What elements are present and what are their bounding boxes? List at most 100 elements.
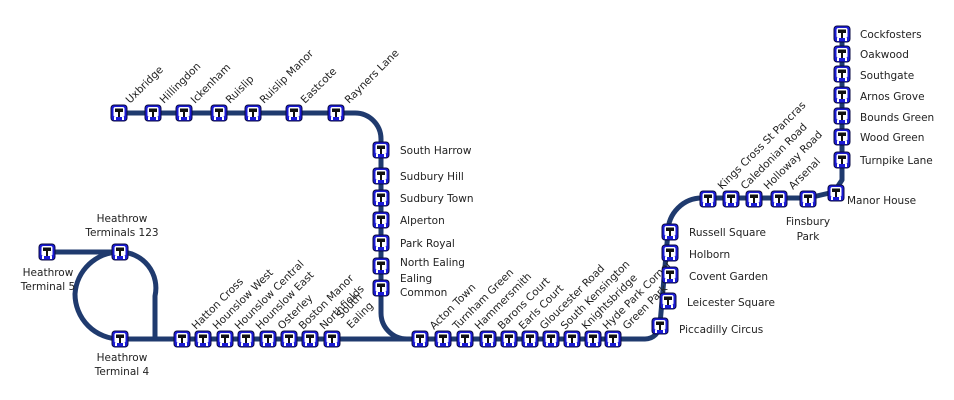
station-icon <box>542 330 560 348</box>
station-rayners-lane[interactable]: Rayners Lane <box>327 47 402 122</box>
station-icon <box>651 317 669 335</box>
station-icon <box>280 330 298 348</box>
station-icon <box>327 104 345 122</box>
label-russell-square: Russell Square <box>689 227 766 239</box>
station-icon <box>661 223 679 241</box>
station-heathrow-terminal-4[interactable]: Heathrow Terminal 4 <box>94 330 150 378</box>
station-icon <box>456 330 474 348</box>
station-icon <box>173 330 191 348</box>
label-heathrow-t5-2: Terminal 5 <box>20 281 75 293</box>
station-south-harrow[interactable]: South Harrow <box>372 141 472 159</box>
station-north-ealing[interactable]: North Ealing <box>372 257 465 275</box>
station-ealing-common[interactable]: Ealing Common <box>372 273 447 299</box>
station-sudbury-town[interactable]: Sudbury Town <box>372 189 473 207</box>
station-icon <box>500 330 518 348</box>
label-north-ealing: North Ealing <box>400 257 465 269</box>
station-icon <box>833 25 851 43</box>
station-icon <box>411 330 429 348</box>
label-sudbury-hill: Sudbury Hill <box>400 171 464 183</box>
station-leicester-square[interactable]: Leicester Square <box>659 292 775 310</box>
station-icon <box>833 128 851 146</box>
station-manor-house[interactable]: Manor House <box>827 184 916 207</box>
station-icon <box>479 330 497 348</box>
station-icon <box>244 104 262 122</box>
station-icon <box>699 190 717 208</box>
label-ruislip: Ruislip <box>224 73 257 106</box>
station-icon <box>722 190 740 208</box>
station-sudbury-hill[interactable]: Sudbury Hill <box>372 167 464 185</box>
station-turnpike-lane[interactable]: Turnpike Lane <box>833 151 933 169</box>
station-icon <box>285 104 303 122</box>
station-icon <box>799 190 817 208</box>
station-icon <box>372 257 390 275</box>
station-icon <box>833 45 851 63</box>
station-icon <box>175 104 193 122</box>
station-icon <box>659 292 677 310</box>
station-icon <box>111 243 129 261</box>
station-covent-garden[interactable]: Covent Garden <box>661 266 768 284</box>
label-heathrow-t5-1: Heathrow <box>23 267 74 279</box>
station-piccadilly-circus[interactable]: Piccadilly Circus <box>651 317 763 336</box>
station-icon <box>604 330 622 348</box>
station-icon <box>111 330 129 348</box>
label-finsbury-park-2: Park <box>797 231 821 243</box>
label-leicester-square: Leicester Square <box>687 297 775 309</box>
station-wood-green[interactable]: Wood Green <box>833 128 924 146</box>
station-icon <box>521 330 539 348</box>
station-bounds-green[interactable]: Bounds Green <box>833 107 934 125</box>
label-sudbury-town: Sudbury Town <box>400 193 473 205</box>
station-icon <box>210 104 228 122</box>
station-icon <box>833 65 851 83</box>
label-piccadilly-circus: Piccadilly Circus <box>679 324 763 336</box>
label-turnpike-lane: Turnpike Lane <box>859 155 933 167</box>
label-bounds-green: Bounds Green <box>860 112 934 124</box>
station-icon <box>770 190 788 208</box>
station-heathrow-terminal-5[interactable]: Heathrow Terminal 5 <box>20 243 75 293</box>
station-arnos-grove[interactable]: Arnos Grove <box>833 86 925 104</box>
station-park-royal[interactable]: Park Royal <box>372 234 455 252</box>
label-oakwood: Oakwood <box>860 49 909 61</box>
station-icon <box>144 104 162 122</box>
station-icon <box>563 330 581 348</box>
label-heathrow-t4-1: Heathrow <box>97 352 148 364</box>
station-cockfosters[interactable]: Cockfosters <box>833 25 922 43</box>
station-icon <box>237 330 255 348</box>
station-icon <box>259 330 277 348</box>
label-rayners-lane: Rayners Lane <box>343 47 402 106</box>
station-finsbury-park[interactable]: Finsbury Park <box>786 190 830 243</box>
label-holborn: Holborn <box>689 249 730 261</box>
label-heathrow-t4-2: Terminal 4 <box>94 366 150 378</box>
station-oakwood[interactable]: Oakwood <box>833 45 909 63</box>
label-heathrow-t123-1: Heathrow <box>97 213 148 225</box>
label-finsbury-park-1: Finsbury <box>786 216 830 228</box>
label-cockfosters: Cockfosters <box>860 29 922 41</box>
label-ealing-common-2: Common <box>400 287 447 299</box>
station-icon <box>584 330 602 348</box>
station-icon <box>372 141 390 159</box>
label-eastcote: Eastcote <box>299 66 340 107</box>
station-southgate[interactable]: Southgate <box>833 65 914 83</box>
station-icon <box>745 190 763 208</box>
label-heathrow-t123-2: Terminals 123 <box>84 227 158 239</box>
station-icon <box>372 234 390 252</box>
station-russell-square[interactable]: Russell Square <box>661 223 766 241</box>
station-icon <box>661 244 679 262</box>
station-ruislip-manor[interactable]: Ruislip Manor <box>244 47 317 122</box>
station-holborn[interactable]: Holborn <box>661 244 730 262</box>
station-icon <box>323 330 341 348</box>
station-heathrow-terminals-123[interactable]: Heathrow Terminals 123 <box>84 213 159 261</box>
station-alperton[interactable]: Alperton <box>372 211 445 229</box>
station-icon <box>38 243 56 261</box>
track-heathrow-loop <box>44 249 418 342</box>
station-icon <box>372 279 390 297</box>
label-covent-garden: Covent Garden <box>689 271 768 283</box>
station-icon <box>833 151 851 169</box>
label-alperton: Alperton <box>400 215 445 227</box>
station-icon <box>661 266 679 284</box>
label-park-royal: Park Royal <box>400 238 455 250</box>
station-icon <box>372 189 390 207</box>
station-icon <box>827 184 845 202</box>
label-arnos-grove: Arnos Grove <box>860 91 925 103</box>
station-icon <box>110 104 128 122</box>
